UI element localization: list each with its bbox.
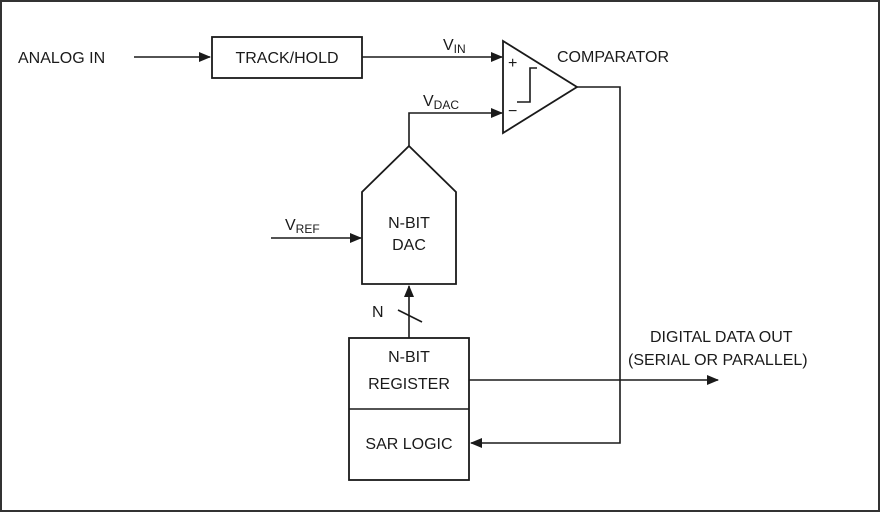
register-block: N-BIT REGISTER SAR LOGIC	[348, 337, 470, 481]
vdac-label: VDAC	[423, 93, 459, 112]
vdac-wire	[408, 108, 503, 146]
analog-in-label: ANALOG IN	[18, 50, 105, 67]
vref-label: VREF	[285, 217, 320, 236]
register-label-line2: REGISTER	[368, 376, 450, 393]
hysteresis-step-icon	[517, 67, 537, 103]
plus-input-label: +	[508, 55, 517, 72]
comparator-label: COMPARATOR	[557, 49, 669, 66]
output-label-line2: (SERIAL OR PARALLEL)	[628, 352, 808, 369]
dac-label-line1: N-BIT	[388, 215, 430, 232]
bus-slash-icon	[397, 309, 423, 323]
bus-width-label: N	[372, 304, 384, 321]
sar-logic-label: SAR LOGIC	[365, 436, 452, 453]
dac-label-line2: DAC	[392, 237, 426, 254]
feedback-wire	[470, 86, 621, 448]
vin-label: VIN	[443, 37, 466, 56]
output-label-line1: DIGITAL DATA OUT	[650, 329, 793, 346]
track-hold-label: TRACK/HOLD	[235, 50, 338, 67]
dac-block: N-BIT DAC	[361, 144, 457, 285]
register-label-line1: N-BIT	[388, 349, 430, 366]
comparator-block: + −	[502, 39, 579, 135]
minus-input-label: −	[508, 103, 517, 120]
track-hold-block: TRACK/HOLD	[211, 36, 363, 79]
